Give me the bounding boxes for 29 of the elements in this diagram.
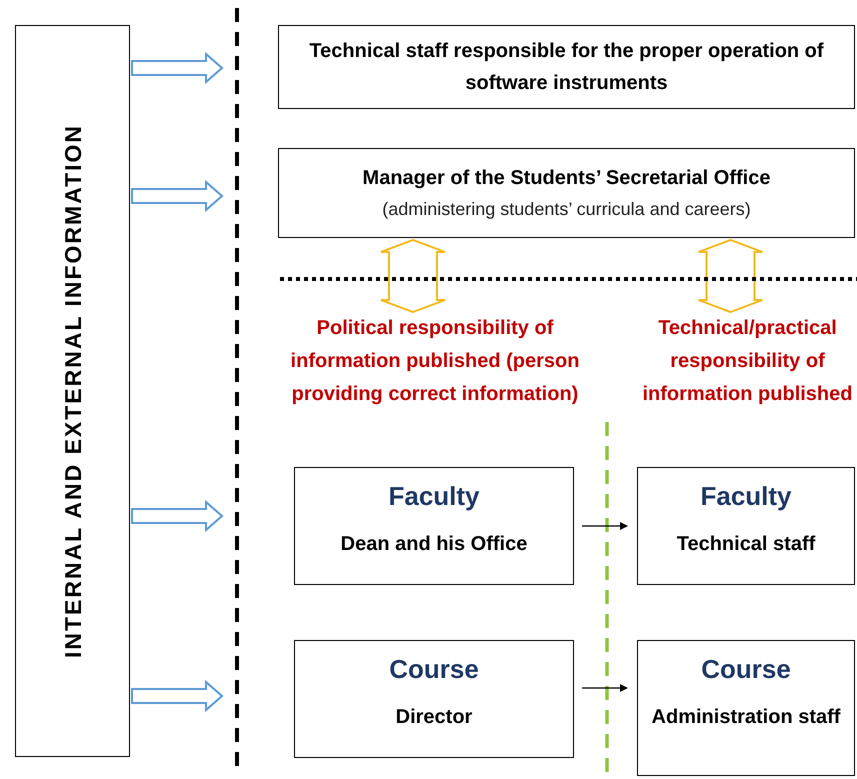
role-box	[294, 467, 574, 585]
role-name: Technical staff	[676, 532, 816, 557]
role-box	[637, 640, 855, 776]
responsibility-label: Technical/practical responsibility of information published	[640, 312, 855, 446]
unit-title: Faculty	[700, 480, 792, 513]
role-name: Administration staff	[652, 705, 840, 730]
unit-title: Faculty	[388, 480, 480, 513]
role-name: Dean and his Office	[340, 532, 528, 557]
block-arrow	[131, 52, 224, 84]
double-block-arrow	[380, 238, 446, 314]
role-box	[294, 640, 574, 758]
responsibility-label: Political responsibility of information published (person providing correct information)	[280, 312, 590, 446]
block-arrow	[131, 180, 224, 212]
unit-title: Course	[701, 653, 791, 686]
arrow	[582, 684, 628, 692]
role-title: Technical staff responsible for the proper operation of software instruments	[308, 39, 825, 96]
block-arrow	[131, 500, 224, 532]
role-description: (administering students’ curricula and careers)	[382, 198, 751, 221]
role-name: Director	[396, 705, 472, 730]
double-block-arrow	[698, 238, 764, 314]
role-title: Manager of the Students’ Secretarial Office	[362, 166, 770, 191]
block-arrow	[131, 680, 224, 712]
vertical-label-box	[15, 25, 130, 757]
role-box	[278, 25, 855, 109]
role-box	[278, 148, 855, 238]
arrow	[582, 522, 628, 530]
unit-title: Course	[389, 653, 479, 686]
vertical-heading: INTERNAL AND EXTERNAL INFORMATION	[58, 124, 86, 658]
role-box	[637, 467, 855, 585]
